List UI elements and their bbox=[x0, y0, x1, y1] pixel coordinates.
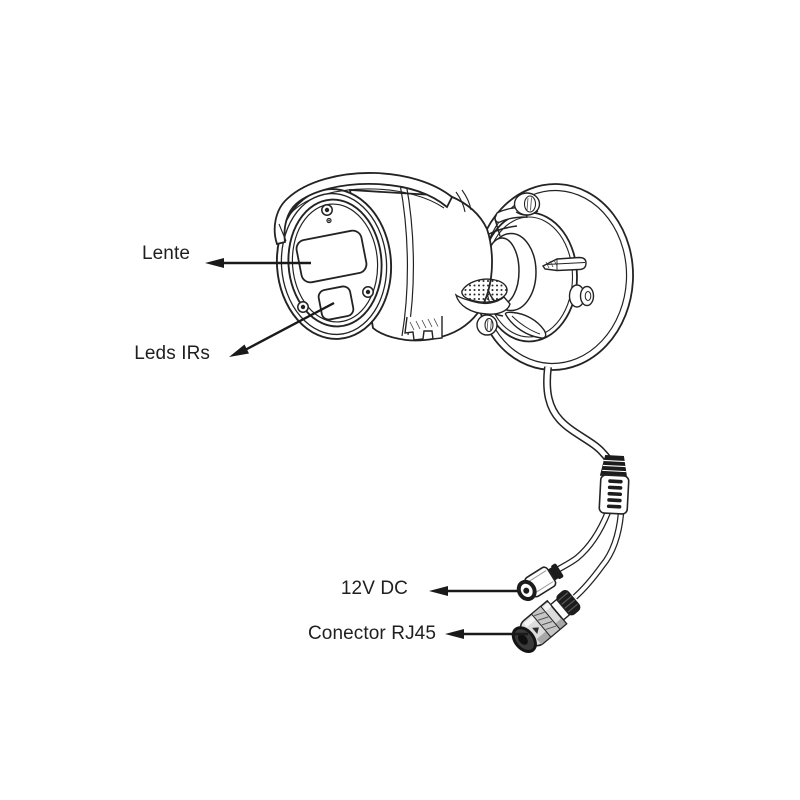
rj45-arrow bbox=[445, 629, 528, 639]
mount-tab-right bbox=[541, 256, 587, 272]
cable-main bbox=[543, 366, 614, 465]
ir-leds-label: Leds IRs bbox=[134, 343, 210, 364]
body-clip bbox=[404, 316, 443, 341]
pinhole bbox=[326, 217, 332, 224]
leds-irs-arrow bbox=[229, 301, 335, 357]
grip-stipple bbox=[461, 278, 508, 303]
rj45-label: Conector RJ45 bbox=[307, 623, 436, 644]
network-cable bbox=[572, 512, 625, 600]
mount-arm-top bbox=[494, 192, 541, 237]
screw bbox=[362, 286, 374, 298]
dc-power-arrow bbox=[429, 586, 518, 596]
rj45-connector bbox=[511, 589, 581, 653]
camera-hood bbox=[273, 172, 454, 246]
face-screws bbox=[297, 204, 374, 313]
body-rear-seam bbox=[455, 189, 472, 213]
cable-splitter bbox=[598, 454, 630, 515]
power-cable bbox=[552, 510, 612, 575]
ir-led-window bbox=[317, 285, 355, 321]
camera-body bbox=[348, 182, 493, 342]
lente-arrow bbox=[205, 258, 311, 268]
mount-arm-bottom bbox=[476, 311, 547, 339]
screw bbox=[321, 204, 333, 216]
mount-lug-right bbox=[568, 284, 595, 308]
screw bbox=[297, 301, 309, 313]
grip-lever bbox=[454, 278, 511, 315]
dc-power-connector bbox=[516, 563, 564, 602]
lens-label: Lente bbox=[141, 243, 190, 264]
mount-lug-top bbox=[513, 192, 541, 216]
mount-lug-bottom bbox=[476, 314, 498, 336]
dc-power-label: 12V DC bbox=[340, 578, 408, 599]
